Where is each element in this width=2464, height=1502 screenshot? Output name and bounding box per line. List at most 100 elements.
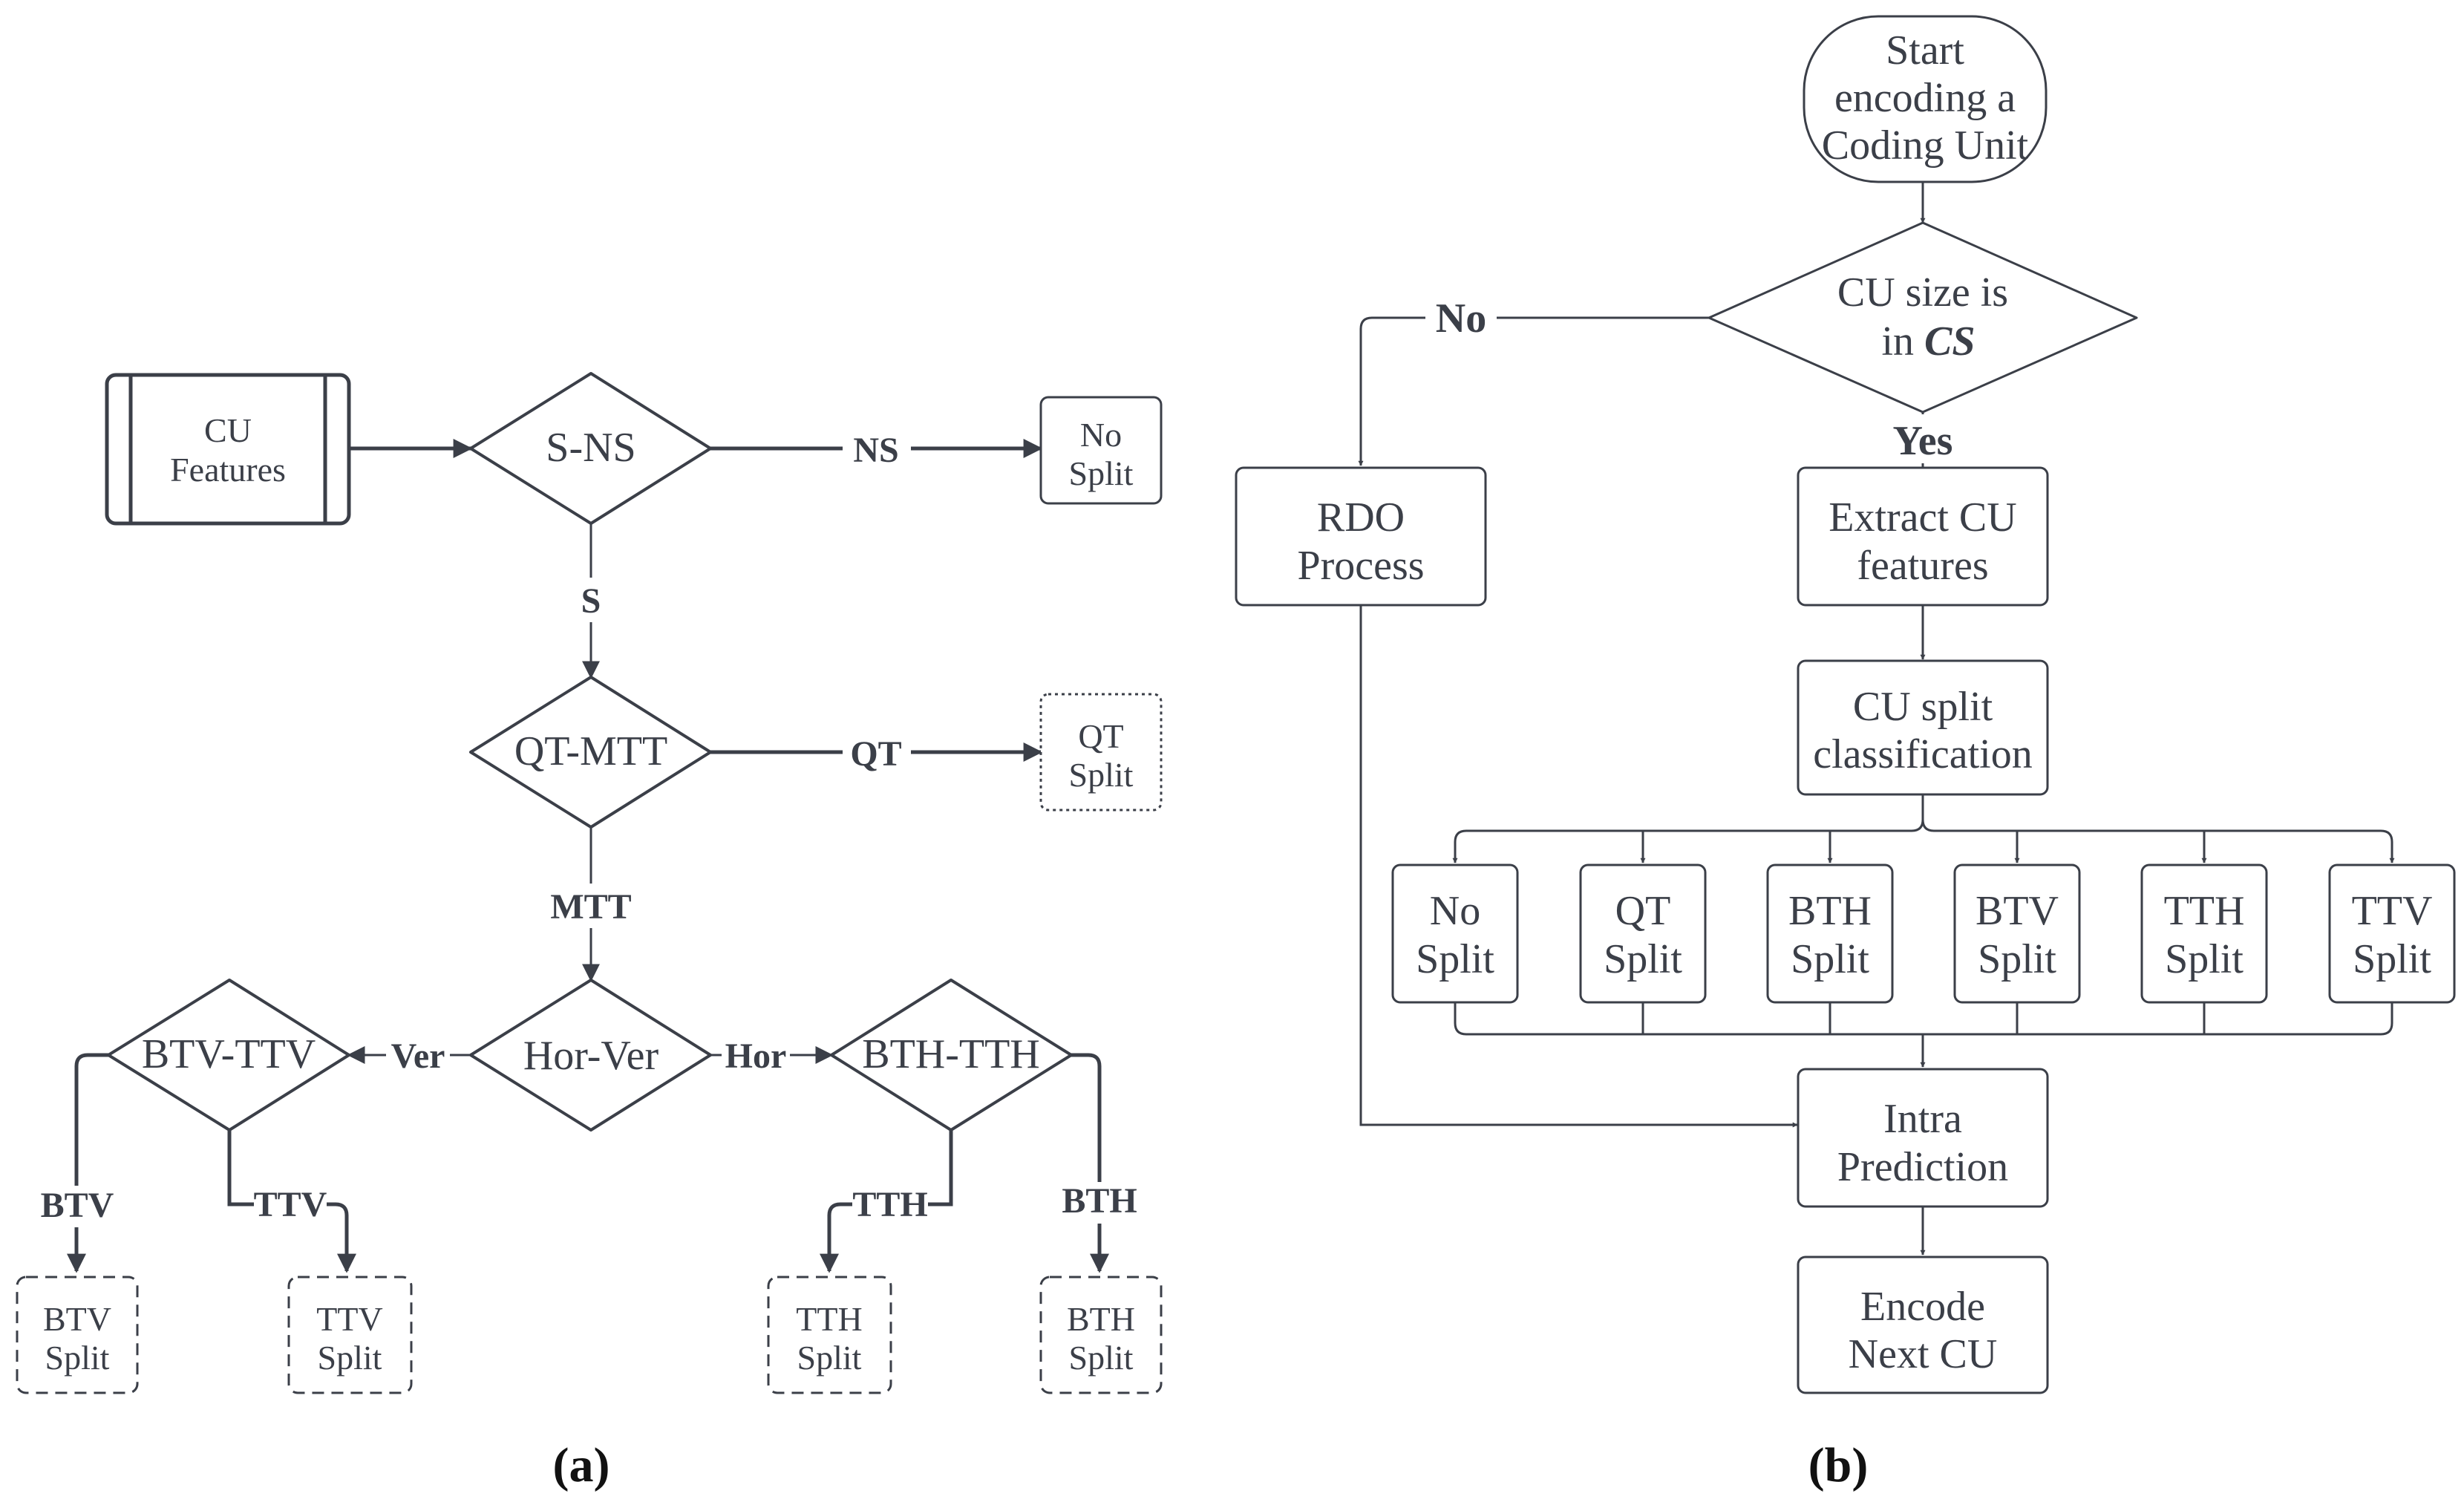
s-ns-label: S-NS [546,425,635,471]
panel-a-edges [67,439,1109,1273]
tth-split-a-line-1: TTH [796,1300,862,1338]
bth-split-a-line-2: Split [1069,1339,1134,1377]
panel-a-caption: (a) [553,1438,610,1492]
bth-split-node-a: BTH Split [1039,1276,1163,1394]
intra-prediction-node: Intra Prediction [1797,1068,2049,1208]
tth-split-node-b: TTH Split [2140,863,2268,1004]
bth-split-b-line-1: BTH [1788,888,1872,934]
classify-line-1: CU split [1853,684,1993,730]
edge-btv-ttv-to-btv-split [67,1053,108,1273]
no-split-b-line-2: Split [1416,936,1494,982]
tth-split-a-line-2: Split [797,1339,862,1377]
edge-label-mtt: MTT [550,887,631,927]
no-split-b-line-1: No [1430,888,1480,934]
panel-a: CU Features S-NS No Split QT-MTT QT Spli… [16,372,1163,1492]
bth-split-b-line-2: Split [1791,936,1869,982]
extract-features-node: Extract CU features [1797,466,2049,607]
qt-split-a-line-1: QT [1078,717,1123,755]
qt-mtt-label: QT-MTT [514,728,667,774]
edge-label-tth: TTH [852,1185,927,1224]
bth-tth-label: BTH-TTH [862,1031,1040,1077]
btv-split-b-line-2: Split [1978,936,2056,982]
bth-split-a-line-1: BTH [1067,1300,1135,1338]
cu-features-line-2: Features [170,451,286,489]
edge-bth-tth-to-bth-split [1071,1053,1109,1273]
rdo-line-1: RDO [1317,494,1405,541]
qt-split-b-line-1: QT [1615,888,1671,934]
fan-out-connector [1452,794,2395,863]
hor-ver-label: Hor-Ver [523,1033,659,1079]
edge-bth-tth-to-tth-split [820,1130,953,1273]
qt-split-node-b: QT Split [1579,863,1707,1004]
panel-b-edges [1358,182,2395,1256]
edge-label-ttv: TTV [254,1185,327,1224]
start-line-3: Coding Unit [1822,123,2029,169]
no-split-node-a: No Split [1039,396,1163,505]
encode-next-line-2: Next CU [1849,1331,1998,1377]
panel-b-edge-labels: No Yes [1425,293,1961,464]
btv-ttv-label: BTV-TTV [142,1031,316,1077]
rdo-process-node: RDO Process [1235,466,1487,607]
tth-split-b-line-2: Split [2165,936,2244,982]
panel-a-edge-labels: NS S QT MTT Ver Hor BTV TTV TTH BTH [41,427,1137,1227]
hor-ver-decision: Hor-Ver [469,979,712,1132]
cu-features-node: CU Features [105,373,351,526]
no-split-a-line-2: Split [1069,454,1134,492]
cu-size-decision: CU size is in CS [1708,221,2138,414]
edge-label-hor: Hor [725,1036,787,1076]
decision-symbol-cs: CS [1924,319,1976,365]
encode-next-line-1: Encode [1860,1284,1985,1330]
ttv-split-node-b: TTV Split [2328,863,2456,1004]
panel-b-caption: (b) [1808,1438,1869,1492]
edge-rdo-to-intra [1359,605,1798,1128]
start-line-2: encoding a [1834,75,2016,121]
btv-split-a-line-1: BTV [43,1300,111,1338]
edge-btv-ttv-to-ttv-split [227,1130,356,1273]
no-split-node-b: No Split [1391,863,1519,1004]
qt-split-node-a: QT Split [1039,693,1163,812]
fan-in-connector [1454,1002,2393,1068]
start-node: Start encoding a Coding Unit [1803,15,2048,183]
edge-label-btv: BTV [41,1186,114,1225]
decision-line-1: CU size is [1837,270,2008,316]
no-split-a-line-1: No [1080,416,1122,454]
btv-split-node-b: BTV Split [1953,863,2081,1004]
s-ns-decision: S-NS [469,372,712,525]
intra-line-2: Prediction [1837,1144,2008,1190]
cu-features-line-1: CU [204,411,252,449]
btv-split-node-a: BTV Split [16,1276,139,1394]
btv-split-a-line-2: Split [45,1339,110,1377]
btv-split-b-line-1: BTV [1976,888,2059,934]
split-classification-node: CU split classification [1797,659,2049,796]
start-line-1: Start [1886,27,1964,74]
edge-decision-to-rdo [1358,316,1709,466]
btv-ttv-decision: BTV-TTV [107,979,350,1132]
tth-split-node-a: TTH Split [767,1276,892,1394]
panel-b: Start encoding a Coding Unit CU size is … [1235,15,2456,1492]
edge-label-ver: Ver [391,1036,445,1076]
rdo-line-2: Process [1297,543,1424,589]
ttv-split-b-line-1: TTV [2352,888,2433,934]
ttv-split-a-line-1: TTV [316,1300,382,1338]
ttv-split-b-line-2: Split [2353,936,2431,982]
edge-label-qt: QT [850,734,901,774]
ttv-split-node-a: TTV Split [287,1276,413,1394]
classify-line-2: classification [1813,731,2032,777]
extract-line-1: Extract CU [1829,494,2016,541]
edge-label-ns: NS [853,431,898,470]
decision-line-2: in [1881,319,1914,365]
edge-label-s: S [581,581,601,621]
edge-label-yes: Yes [1893,418,1953,464]
bth-tth-decision: BTH-TTH [830,979,1073,1132]
qt-split-b-line-2: Split [1604,936,1682,982]
bth-split-node-b: BTH Split [1766,863,1894,1004]
edge-label-bth: BTH [1062,1181,1137,1221]
ttv-split-a-line-2: Split [318,1339,382,1377]
tth-split-b-line-1: TTH [2164,888,2245,934]
encode-next-cu-node: Encode Next CU [1797,1256,2049,1394]
edge-label-no: No [1436,295,1486,342]
qt-mtt-decision: QT-MTT [469,676,712,829]
extract-line-2: features [1857,543,1988,589]
intra-line-1: Intra [1883,1096,1962,1142]
